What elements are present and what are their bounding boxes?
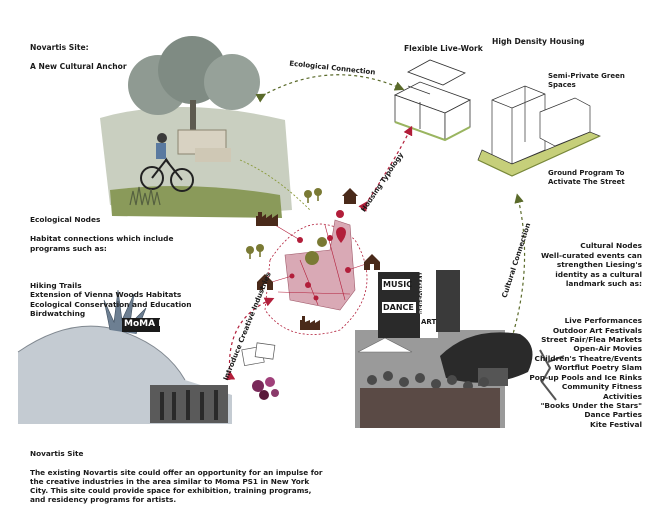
novartis-anchor-subtitle: A New Cultural Anchor [30, 62, 127, 72]
novartis-site-title: Novartis Site [30, 449, 84, 459]
factory-icon [256, 212, 278, 226]
ecological-nodes-block: Ecological Nodes Habitat connections whi… [30, 206, 192, 328]
ecological-nodes-title: Ecological Nodes [30, 215, 101, 225]
cultural-nodes-block: Cultural Nodes Well-curated events can s… [529, 232, 642, 439]
art-sign: ART [421, 318, 437, 326]
school-icon [342, 188, 358, 204]
music-sign: MUSIC [383, 280, 413, 289]
flexible-live-work-drawing [394, 59, 471, 142]
cultural-nodes-intro: Cultural Nodes Well-curated events can s… [541, 241, 642, 289]
factory-icon [300, 316, 320, 330]
house-icon [257, 274, 273, 290]
moma-ps1-photo [17, 289, 232, 424]
performance-sign: PERFORMANCE [419, 262, 426, 314]
cultural-connection-arrow [501, 193, 526, 357]
tree-icon [304, 188, 322, 203]
creative-industries-thumbnail [241, 342, 279, 400]
dance-sign: DANCE [383, 303, 414, 312]
green-spaces-label: Semi-Private Green Spaces [548, 72, 625, 89]
cultural-nodes-list: Live Performances Outdoor Art Festivals … [529, 316, 642, 429]
housing-typology-arrow [358, 125, 413, 212]
house-icon [364, 254, 380, 270]
ground-program-label: Ground Program To Activate The Street [548, 169, 625, 186]
ecological-link-line [239, 159, 311, 211]
moma-ps1-sign: MoMA PS1 [124, 319, 178, 329]
ecological-nodes-list: Hiking Trails Extension of Vienna Woods … [30, 280, 192, 319]
novartis-site-body: The existing Novartis site could offer a… [30, 467, 323, 505]
novartis-anchor-title: Novartis Site: [30, 43, 89, 53]
ecological-collage [100, 36, 292, 218]
location-pin-icon [336, 227, 346, 243]
novartis-site-block: Novartis Site The existing Novartis site… [30, 440, 323, 514]
ecological-connection-arrow [255, 74, 405, 103]
high-density-housing-drawing [477, 85, 601, 177]
ecological-nodes-intro: Habitat connections which include progra… [30, 234, 174, 253]
novartis-anchor-label: Novartis Site: A New Cultural Anchor [30, 34, 127, 72]
tree-icon [246, 244, 264, 259]
festival-photo [355, 270, 565, 428]
high-density-housing-label: High Density Housing [492, 37, 585, 46]
flexible-live-work-label: Flexible Live-Work [404, 44, 483, 53]
